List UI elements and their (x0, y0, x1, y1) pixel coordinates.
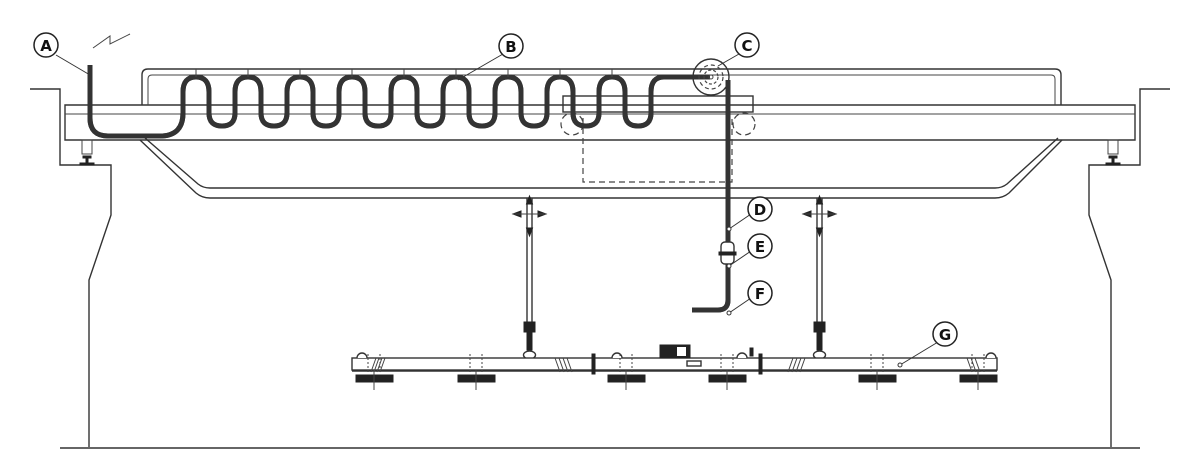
festoon-hose (87, 65, 710, 139)
vertical-hose (692, 80, 737, 313)
callout-f: F (726, 280, 773, 316)
hose-reel (692, 58, 730, 96)
vacuum-pad (607, 354, 646, 390)
callout-g: G (897, 321, 958, 368)
arrow-vertical-icon (525, 194, 534, 238)
girder-belly-upper (144, 137, 1059, 189)
trolley-frame (562, 95, 754, 113)
vacuum-pads (355, 354, 998, 390)
vacuum-pad (708, 354, 747, 390)
hoist-right (801, 194, 838, 360)
power-supply-icon (92, 33, 131, 49)
callout-a: A (33, 32, 91, 76)
arrow-vertical-icon (815, 194, 824, 238)
building-outline (30, 88, 1170, 449)
label-a: A (40, 37, 52, 55)
spreader-beam (351, 344, 998, 375)
label-e: E (755, 238, 765, 256)
trolley-wheel-right (732, 112, 756, 136)
callout-d: D (726, 196, 773, 232)
girder-top-beam (64, 104, 1136, 141)
trolley-body-hidden (582, 118, 733, 183)
label-g: G (939, 326, 951, 344)
left-rail (79, 139, 95, 166)
hoist-left (511, 194, 548, 360)
vacuum-pad (858, 354, 897, 390)
label-c: C (741, 37, 752, 55)
callout-e: E (726, 233, 773, 269)
right-rail (1105, 139, 1121, 166)
vacuum-pad (959, 354, 998, 390)
label-b: B (505, 38, 516, 56)
label-d: D (754, 201, 766, 219)
festoon-rail (141, 68, 1062, 105)
label-f: F (755, 285, 765, 303)
callout-b: B (457, 33, 524, 81)
trolley (560, 95, 756, 183)
hose-hangers (195, 69, 613, 77)
callout-c: C (717, 32, 760, 67)
vacuum-pad (355, 354, 394, 390)
vacuum-pad (457, 354, 496, 390)
right-wall (1088, 88, 1170, 447)
left-wall (30, 88, 112, 447)
girder-belly-lower (139, 139, 1063, 199)
